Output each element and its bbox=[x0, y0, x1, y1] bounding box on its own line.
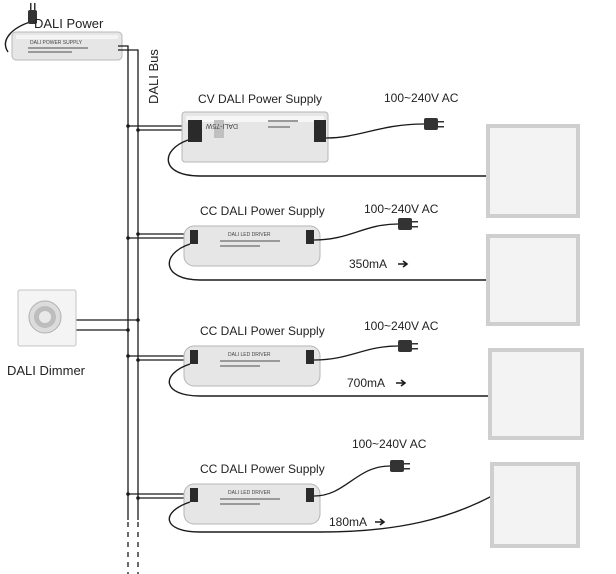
plug-icon bbox=[390, 460, 410, 472]
plug-icon bbox=[28, 3, 37, 24]
cv-power-supply: CV DALI Power Supply DALI-75W bbox=[181, 92, 329, 163]
power-cable bbox=[4, 21, 31, 53]
supply-title: CC DALI Power Supply bbox=[200, 204, 325, 218]
led-panel bbox=[486, 234, 580, 326]
output-current-label: 350mA bbox=[349, 257, 387, 271]
supply-title: CV DALI Power Supply bbox=[198, 92, 322, 106]
driver-print: DALI LED DRIVER bbox=[228, 352, 271, 358]
power-supply-print: DALI POWER SUPPLY bbox=[30, 40, 83, 46]
ac-input-label: 100~240V AC bbox=[352, 437, 427, 451]
ac-input-label: 100~240V AC bbox=[364, 202, 439, 216]
terminal-block-left bbox=[190, 488, 198, 502]
dali-dimmer: DALI Dimmer bbox=[7, 289, 86, 378]
cv-model-print: DALI-75W bbox=[205, 122, 238, 129]
dali-bus-wires bbox=[76, 45, 186, 574]
terminal-block-left bbox=[190, 230, 198, 244]
dali-power-label: DALI Power bbox=[34, 16, 104, 31]
terminal-block-left bbox=[190, 350, 198, 364]
output-current-label: 700mA bbox=[347, 376, 385, 390]
terminal-block-right bbox=[314, 120, 326, 142]
led-panel bbox=[490, 462, 580, 548]
dali-dimmer-label: DALI Dimmer bbox=[7, 363, 86, 378]
bus-junctions bbox=[126, 124, 140, 500]
led-panel bbox=[488, 348, 584, 440]
led-panel bbox=[486, 124, 580, 218]
dali-bus-label: DALI Bus bbox=[146, 49, 161, 104]
cc-power-supply-350: CC DALI Power Supply DALI LED DRIVER bbox=[183, 204, 325, 267]
dali-power-unit: DALI POWER SUPPLY DALI Power bbox=[4, 3, 123, 61]
arrow-right-icon bbox=[396, 379, 407, 387]
cc-power-supply-180: CC DALI Power Supply DALI LED DRIVER bbox=[183, 462, 325, 525]
plug-icon bbox=[424, 118, 444, 130]
driver-print: DALI LED DRIVER bbox=[228, 490, 271, 496]
output-current-label: 180mA bbox=[329, 515, 367, 529]
ac-input-label: 100~240V AC bbox=[364, 319, 439, 333]
terminal-block-right bbox=[306, 488, 314, 502]
plug-icon bbox=[398, 218, 418, 230]
terminal-block-right bbox=[306, 230, 314, 244]
terminal-block-left bbox=[188, 120, 202, 142]
supply-title: CC DALI Power Supply bbox=[200, 324, 325, 338]
arrow-right-icon bbox=[375, 518, 386, 526]
terminal-block-right bbox=[306, 350, 314, 364]
ac-input-label: 100~240V AC bbox=[384, 91, 459, 105]
cc-power-supply-700: CC DALI Power Supply DALI LED DRIVER bbox=[183, 324, 325, 387]
plug-icon bbox=[398, 340, 418, 352]
supply-title: CC DALI Power Supply bbox=[200, 462, 325, 476]
arrow-right-icon bbox=[398, 260, 409, 268]
driver-print: DALI LED DRIVER bbox=[228, 232, 271, 238]
